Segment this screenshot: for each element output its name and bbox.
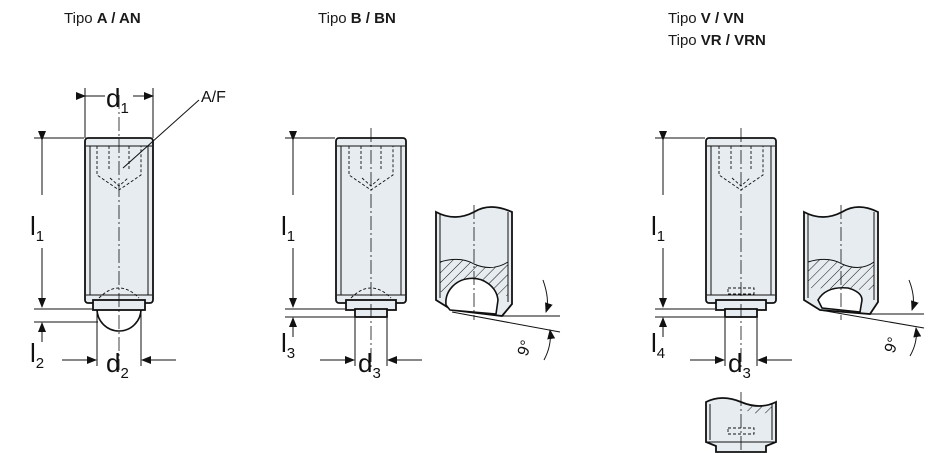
title-tipo-vr: Tipo VR / VRN [668, 32, 766, 49]
screw-type-vr-detail [705, 392, 777, 453]
label-d2: d2 [106, 348, 129, 382]
label-l1-a: l1 [30, 211, 44, 245]
section-detail-b [435, 205, 561, 361]
dimension-d3-v [690, 318, 792, 366]
title-tipo-b: Tipo B / BN [318, 10, 396, 27]
leader-af [122, 99, 200, 169]
title-tipo-a: Tipo A / AN [64, 10, 141, 27]
label-l1-b: l1 [281, 211, 295, 245]
dimension-l4 [655, 316, 724, 337]
label-l3: l3 [281, 328, 295, 362]
label-angle-v: 9° [882, 335, 903, 355]
label-l1-v: l1 [651, 211, 665, 245]
screw-type-a [84, 95, 154, 370]
label-l4: l4 [651, 328, 665, 362]
label-l2: l2 [30, 338, 44, 372]
dimension-d1 [76, 88, 154, 138]
label-d1: d1 [106, 83, 129, 117]
title-tipo-v: Tipo V / VN [668, 10, 745, 27]
dimension-d3-b [320, 318, 422, 366]
dimension-l2 [34, 321, 98, 342]
label-d3-b: d3 [358, 348, 381, 382]
dimension-l3 [285, 316, 354, 337]
label-angle-b: 9° [515, 338, 536, 358]
screw-type-v [705, 128, 777, 370]
label-af: A/F [201, 89, 226, 106]
dimension-d2 [62, 312, 176, 366]
dimension-l1-v [655, 131, 715, 310]
screw-type-b [335, 128, 407, 370]
dimension-l1-a [34, 131, 92, 310]
section-detail-v [803, 205, 925, 357]
label-d3-v: d3 [728, 348, 751, 382]
dimension-l1-b [285, 131, 345, 310]
